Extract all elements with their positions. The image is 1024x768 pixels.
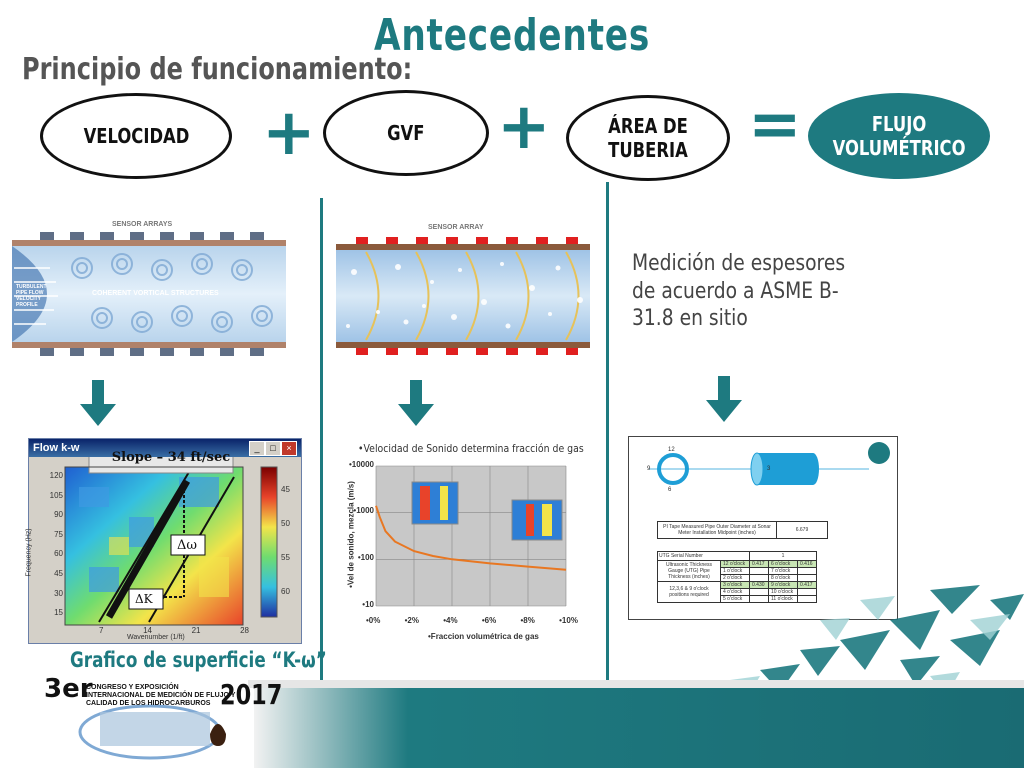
kw-window-titlebar: Flow k-w xyxy=(29,439,301,457)
utg-cell: 0.417 xyxy=(749,560,769,568)
page-title: Antecedentes xyxy=(373,10,651,61)
kw-window-title: Flow k-w xyxy=(33,442,80,454)
gvf-x-axis-label: •Fraccion volumétrica de gas xyxy=(428,632,539,641)
arrow-down-icon xyxy=(398,380,434,426)
slope-label: Slope – 34 ft/sec xyxy=(111,450,231,465)
utg-cell: 0.416 xyxy=(797,560,817,568)
divider-right xyxy=(606,182,609,698)
thickness-measurement-panel: 12 9 6 3 PI Tape Measured Pipe Outer Dia… xyxy=(628,436,898,620)
pipe-clock-diagram xyxy=(649,442,890,486)
minimize-icon[interactable]: _ xyxy=(249,441,265,456)
kw-heatmap xyxy=(64,457,278,626)
utg-cell xyxy=(797,595,817,603)
gvf-ellipse: GVF xyxy=(323,90,489,176)
utg-cell xyxy=(749,567,769,575)
plus-sign-1: + xyxy=(262,96,316,170)
volumetric-flow-ellipse: FLUJO VOLUMÉTRICO xyxy=(808,93,990,179)
velocity-ellipse: VELOCIDAD xyxy=(40,93,232,179)
sensor-array-label: SENSOR ARRAY xyxy=(428,224,484,231)
sound-speed-line xyxy=(375,505,567,571)
utg-cell: 7 o'clock xyxy=(768,567,798,575)
sensor-arrays-label: SENSOR ARRAYS xyxy=(112,221,173,228)
utg-cell xyxy=(797,567,817,575)
kw-y-axis-label: Frequency (Hz) xyxy=(25,528,33,577)
gvf-label: GVF xyxy=(387,121,425,145)
logo-graphic xyxy=(78,704,226,760)
gvf-chart-title: •Velocidad de Sonido determina fracción … xyxy=(358,442,584,455)
coherent-structures-label: COHERENT VORTICAL STRUCTURES xyxy=(92,290,219,297)
velocity-profile-label: TURBULENT PIPE FLOW VELOCITY PROFILE xyxy=(16,284,47,308)
utg-cell: 1 o'clock xyxy=(720,567,750,575)
footer-band-top xyxy=(248,680,1024,688)
gvf-chart-svg xyxy=(375,465,567,607)
utg-cell: 12 o'clock xyxy=(720,560,750,568)
clock-6-label: 6 xyxy=(668,487,672,493)
plus-sign-2: + xyxy=(497,90,551,164)
gvf-y-axis-label: •Vel de sonido, mezcla (m/s) xyxy=(346,481,356,588)
congress-logo: 3er CONGRESO Y EXPOSICIÓN INTERNACIONAL … xyxy=(40,672,282,768)
event-name: CONGRESO Y EXPOSICIÓN INTERNACIONAL DE M… xyxy=(86,684,236,708)
arrow-down-icon xyxy=(80,380,116,426)
delta-k-label: ΔK xyxy=(135,592,153,606)
kw-caption: Grafico de superficie “K-ω” xyxy=(70,648,327,672)
section-subtitle: Principio de funcionamiento: xyxy=(22,52,413,87)
clock-9-label: 9 xyxy=(647,466,651,472)
equals-sign: = xyxy=(748,88,802,162)
measurement-description: Medición de espesores de acuerdo a ASME … xyxy=(632,251,846,331)
divider-left xyxy=(320,198,323,698)
delta-omega-label: Δω xyxy=(177,538,197,553)
area-ellipse: ÁREA DE TUBERIA xyxy=(566,95,730,181)
maximize-icon[interactable]: □ xyxy=(265,441,281,456)
gvf-x-ticks: •0%•2%•4% •6%•8%•10% xyxy=(366,616,578,625)
gvf-sensor-diagram: SENSOR ARRAY xyxy=(336,222,590,362)
event-number: 3er xyxy=(44,674,93,704)
volumetric-flow-label: FLUJO VOLUMÉTRICO xyxy=(832,112,966,160)
kw-plot-window: Flow k-w _ □ × S xyxy=(25,438,302,644)
velocity-label: VELOCIDAD xyxy=(83,124,189,148)
velocity-pipe-svg xyxy=(12,232,286,356)
utg-cell: 6 o'clock xyxy=(768,560,798,568)
od-table: PI Tape Measured Pipe Outer Diameter at … xyxy=(657,521,828,539)
footer-band xyxy=(254,684,1024,768)
table-row: Ultrasonic Thickness Gauge (UTG) Pipe Th… xyxy=(657,560,817,582)
gvf-pipe-svg xyxy=(336,237,590,355)
clock-12-label: 12 xyxy=(668,447,675,453)
utg-table: UTG Serial Number 1 Ultrasonic Thickness… xyxy=(657,551,817,603)
close-icon[interactable]: × xyxy=(281,441,297,456)
arrow-down-icon xyxy=(706,376,742,422)
clock-3-label: 3 xyxy=(767,466,771,472)
event-year: 2017 xyxy=(220,678,283,711)
area-label: ÁREA DE TUBERIA xyxy=(608,114,688,162)
kw-x-axis-label: Wavenumber (1/ft) xyxy=(127,634,185,641)
gvf-chart: •Velocidad de Sonido determina fracción … xyxy=(332,438,596,648)
velocity-sensor-diagram: SENSOR ARRAYS COHERENT VORTICAL STRUCTUR… xyxy=(12,218,286,358)
